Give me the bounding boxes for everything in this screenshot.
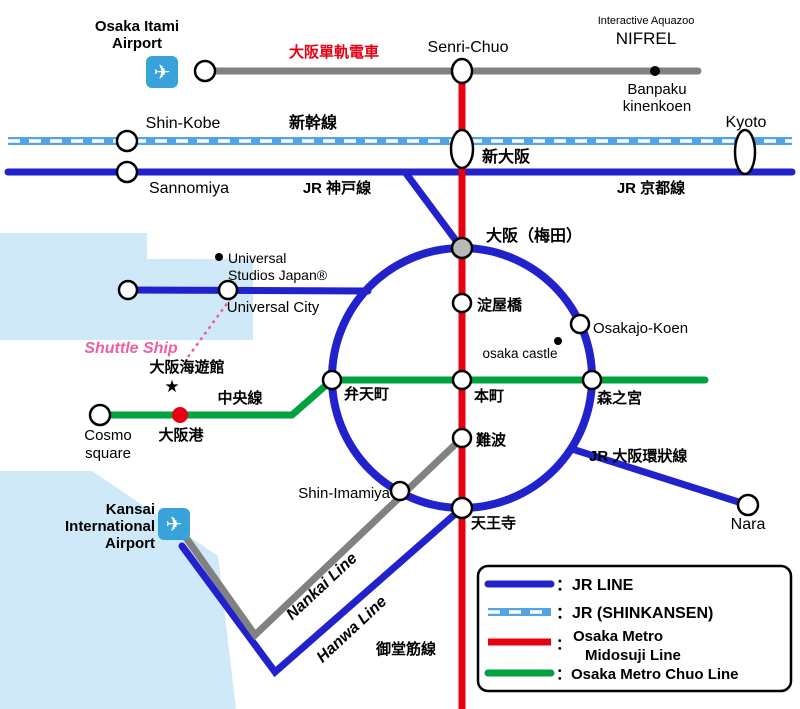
- nankai-line: [178, 434, 466, 641]
- chuo-line: [96, 376, 709, 419]
- station-shin-kobe: [115, 129, 139, 153]
- label-shuttle-ship: Shuttle Ship: [84, 340, 178, 357]
- station-nara: [736, 493, 760, 517]
- label-nankai-line: Nankai Line: [283, 550, 360, 624]
- label-yodoyabashi: 淀屋橋: [477, 296, 523, 314]
- label-nara: Nara: [731, 516, 766, 533]
- airplane-icon: ✈: [166, 514, 183, 536]
- legend-jr-label: ：JR LINE: [556, 577, 634, 594]
- label-osakajo-koen: Osakajo-Koen: [593, 320, 688, 337]
- label-shin-kobe: Shin-Kobe: [146, 115, 221, 132]
- itami-airport-icon: ✈: [146, 56, 178, 88]
- label-osaka-castle: osaka castle: [482, 346, 557, 361]
- legend-midosuji-colon: ：: [556, 636, 571, 653]
- label-loop-line: JR 大阪環狀線: [589, 447, 687, 465]
- station-branch-end: [117, 279, 139, 301]
- label-midosuji-line: 御堂筋線: [375, 640, 436, 658]
- station-osaka-umeda: [450, 236, 474, 260]
- label-shin-imamiya: Shin-Imamiya: [298, 485, 390, 502]
- label-jr-kyoto-line: JR 京都線: [617, 179, 685, 197]
- legend: ：JR LINE ：JR (SHINKANSEN) ： Osaka Metro …: [476, 564, 793, 693]
- usj-dot: [215, 253, 223, 261]
- airplane-icon: ✈: [154, 62, 171, 84]
- station-senri-chuo: [450, 57, 474, 85]
- station-itami-airport: [193, 59, 217, 83]
- label-kyoto: Kyoto: [726, 114, 767, 131]
- legend-box: [476, 564, 793, 693]
- label-shin-osaka: 新大阪: [482, 147, 531, 166]
- label-osakako: 大阪港: [158, 426, 204, 444]
- label-kansai-airport-3: Airport: [105, 535, 155, 552]
- legend-midosuji-label-2: Midosuji Line: [585, 647, 681, 664]
- label-banpaku-1: Banpaku: [627, 81, 686, 98]
- label-interactive-aquazoo: Interactive Aquazoo: [598, 15, 695, 27]
- label-universal-city: Universal City: [227, 299, 320, 316]
- label-usj-2: Studios Japan®: [228, 267, 328, 283]
- legend-shinkansen-label: ：JR (SHINKANSEN): [556, 605, 713, 622]
- station-osakajo-koen: [569, 313, 591, 335]
- label-kansai-airport-2: International: [65, 518, 155, 535]
- legend-midosuji-label-1: Osaka Metro: [573, 628, 663, 645]
- label-usj-1: Universal: [228, 250, 286, 266]
- label-banpaku-2: kinenkoen: [623, 98, 691, 115]
- label-senri-chuo: Senri-Chuo: [428, 39, 509, 56]
- label-namba: 難波: [476, 431, 507, 449]
- station-universal-city: [217, 279, 239, 301]
- label-jr-kobe-line: JR 神戸線: [303, 179, 371, 197]
- station-cosmosquare: [88, 403, 112, 427]
- station-kyoto: [733, 128, 757, 176]
- label-itami-airport-1: Osaka Itami: [95, 18, 179, 35]
- label-osaka-umeda: 大阪（梅田）: [486, 226, 582, 245]
- label-chuo-line: 中央線: [217, 389, 262, 407]
- label-nifrel: NIFREL: [616, 29, 676, 48]
- jr-nara-line: [568, 445, 752, 509]
- label-kaiyukan: 大阪海遊館: [149, 358, 224, 376]
- star-icon: ★: [164, 377, 179, 396]
- station-morinomiya: [581, 369, 603, 391]
- osaka-castle-dot: [554, 337, 562, 345]
- hanwa-line: [178, 504, 466, 678]
- label-bentencho: 弁天町: [344, 385, 389, 403]
- label-tennoji: 天王寺: [471, 514, 516, 532]
- label-itami-airport-2: Airport: [112, 35, 162, 52]
- station-namba: [451, 427, 473, 449]
- nifrel-dot: [650, 66, 660, 76]
- airplane-icon-box: [158, 508, 190, 540]
- airplane-icon-box: [146, 56, 178, 88]
- universal-city-branch-line: [124, 286, 372, 295]
- station-sannomiya: [115, 160, 139, 184]
- jr-osaka-connector-line: [401, 168, 467, 254]
- station-bentencho: [321, 369, 343, 391]
- station-osakako-marker: [172, 407, 188, 423]
- station-tennoji: [450, 496, 474, 520]
- label-shinkansen: 新幹線: [289, 113, 337, 132]
- label-monorail: 大阪單軌電車: [289, 43, 379, 61]
- label-morinomiya: 森之宮: [597, 389, 642, 407]
- station-hommachi: [451, 369, 473, 391]
- label-sannomiya: Sannomiya: [149, 180, 229, 197]
- station-yodoyabashi: [451, 292, 473, 314]
- shuttle-ship-route: [186, 297, 233, 358]
- station-shin-osaka: [449, 128, 475, 170]
- label-cosmosquare-2: square: [85, 445, 131, 462]
- label-hommachi: 本町: [474, 387, 504, 405]
- station-shin-imamiya: [389, 480, 411, 502]
- label-cosmosquare-1: Cosmo: [84, 427, 132, 444]
- label-kansai-airport-1: Kansai: [106, 501, 155, 518]
- legend-chuo-label: ：Osaka Metro Chuo Line: [556, 666, 739, 683]
- kansai-airport-icon: ✈: [158, 508, 190, 540]
